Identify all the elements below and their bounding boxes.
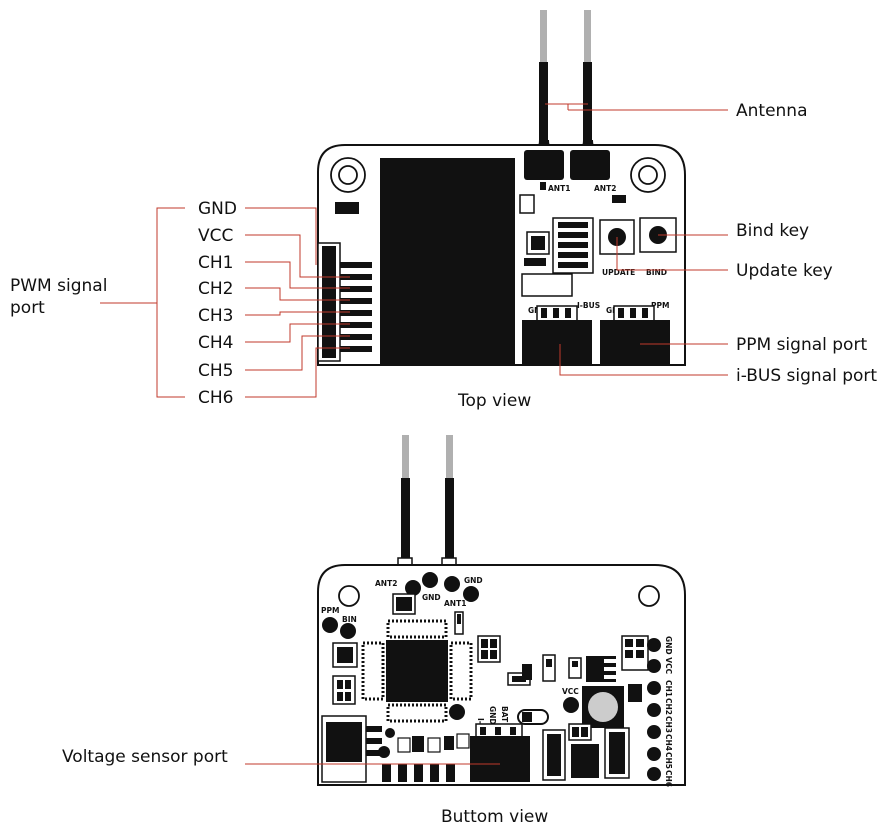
silk-bottom-ch5: CH5 (664, 752, 673, 769)
silk-bind: BIND (646, 268, 667, 277)
pin-label-ch1: CH1 (198, 253, 233, 273)
label-pwm-port-line2: port (10, 298, 45, 318)
caption-top-view: Top view (457, 391, 531, 411)
label-antenna: Antenna (736, 101, 808, 121)
ant1-connector (524, 150, 564, 180)
pin-label-ch2: CH2 (198, 279, 233, 299)
label-pwm-port-line1: PWM signal (10, 276, 107, 296)
label-ibus-port: i-BUS signal port (736, 366, 877, 386)
silk-bottom-ch6: CH6 (664, 770, 673, 787)
top-module-block (380, 158, 515, 364)
bottom-mount-hole-left (338, 585, 360, 607)
label-ppm-port: PPM signal port (736, 335, 867, 355)
top-view: ANT1 ANT2 UPDATE BIND (10, 10, 877, 411)
voltage-sensor-port (470, 723, 530, 782)
silk-bottom-bat: BAT (500, 706, 509, 723)
label-update-key: Update key (736, 261, 833, 281)
silk-ppm: PPM (651, 301, 669, 310)
bottom-antennas (397, 435, 457, 567)
silk-bottom-gnd2: GND (464, 576, 483, 585)
silk-bottom-vcc: VCC (562, 687, 579, 696)
ibus-port (522, 305, 592, 364)
label-voltage-sensor-port: Voltage sensor port (62, 747, 228, 767)
pwm-pin-header (317, 242, 372, 362)
pin-label-ch4: CH4 (198, 333, 233, 353)
silk-bottom-ant2: ANT2 (375, 579, 397, 588)
bottom-mount-hole-right (638, 585, 660, 607)
silk-bottom-ant1: ANT1 (444, 599, 466, 608)
top-mount-hole-right (630, 157, 666, 193)
silk-bottom-ch3: CH3 (664, 716, 673, 733)
pin-label-ch5: CH5 (198, 361, 233, 381)
top-mount-hole-left (330, 157, 366, 193)
silk-bottom-gnd3: GND (488, 706, 497, 725)
silk-update: UPDATE (602, 268, 635, 277)
silk-bottom-ch2: CH2 (664, 698, 673, 715)
silk-ant1: ANT1 (548, 184, 570, 193)
silk-ibus: I-BUS (577, 301, 600, 310)
bottom-view: ANT2 GND ANT1 GND PPM BIN (62, 435, 686, 827)
top-antennas (531, 10, 601, 152)
pin-label-vcc: VCC (198, 226, 233, 246)
pin-label-ch6: CH6 (198, 388, 233, 408)
silk-bottom-ppm: PPM (321, 606, 339, 615)
bottom-mcu (361, 619, 473, 723)
silk-bottom-ch1: CH1 (664, 680, 673, 697)
caption-bottom-view: Buttom view (441, 807, 548, 827)
silk-bottom-gnd-vcc: GND VCC (664, 636, 673, 675)
silk-bottom-bin: BIN (342, 615, 357, 624)
pin-label-gnd: GND (198, 199, 237, 219)
silk-bottom-ch4: CH4 (664, 734, 673, 751)
silk-bottom-gnd1: GND (422, 593, 441, 602)
label-bind-key: Bind key (736, 221, 809, 241)
ppm-port (600, 305, 670, 364)
silk-ant2: ANT2 (594, 184, 616, 193)
ant2-connector (570, 150, 610, 180)
pin-label-ch3: CH3 (198, 306, 233, 326)
